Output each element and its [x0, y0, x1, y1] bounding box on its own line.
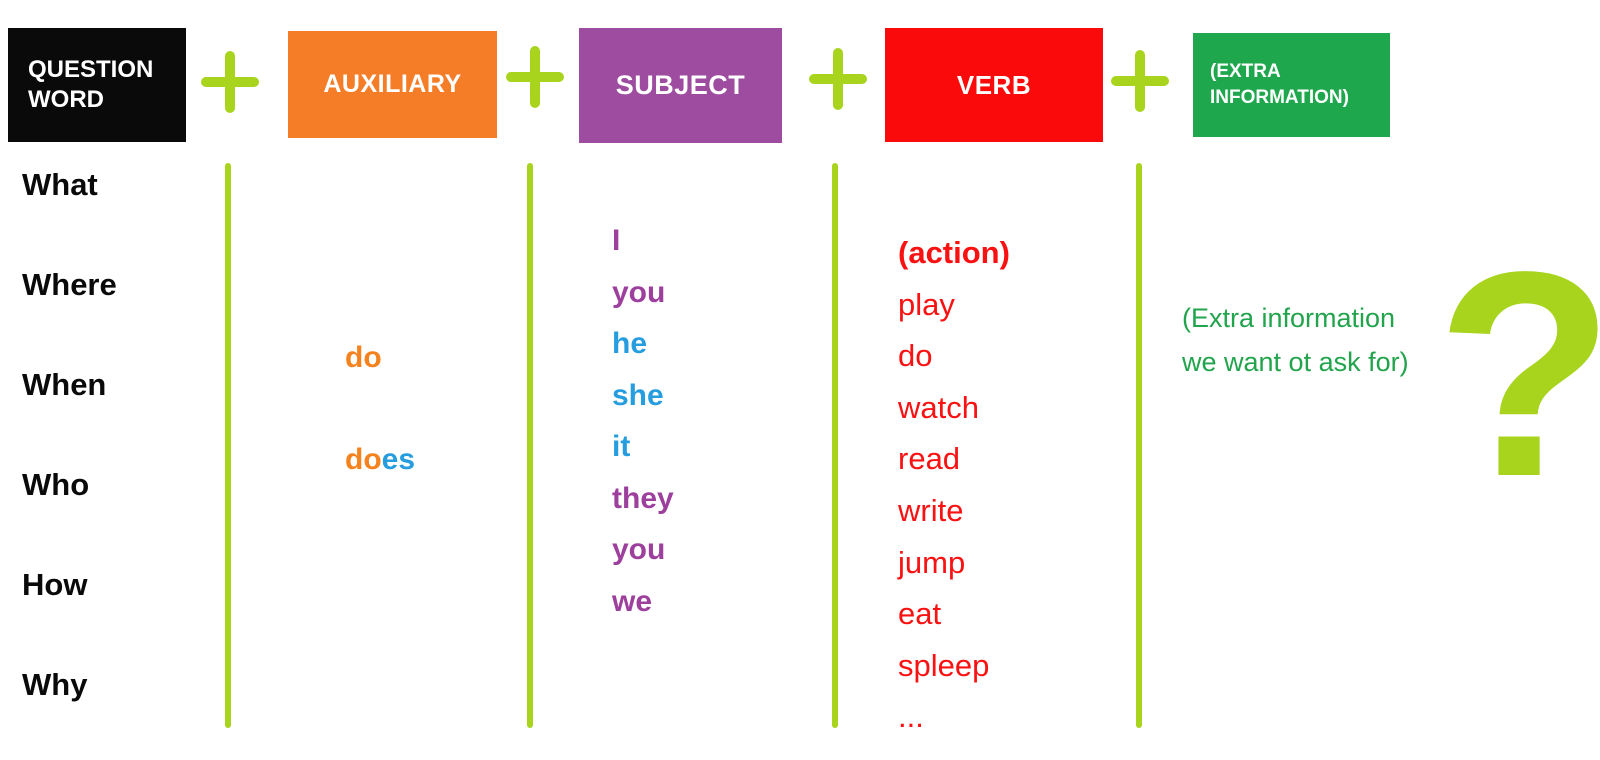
question-word: Who — [22, 467, 90, 502]
question-word: When — [22, 367, 107, 402]
verb-word: jump — [898, 544, 966, 580]
verb-word: do — [898, 338, 933, 374]
subject-word: I — [612, 224, 621, 257]
extra-info-note: (Extra information we want ot ask for) — [1182, 303, 1409, 377]
subject-word: you — [612, 533, 666, 566]
verb-word: write — [898, 492, 964, 528]
subject-word: you — [612, 275, 666, 309]
question-word: Where — [22, 267, 117, 302]
verb-word: spleep — [898, 647, 990, 683]
verb-word: ... — [898, 699, 924, 735]
column-divider — [832, 163, 838, 728]
question-word: What — [22, 167, 98, 202]
header-box-auxiliary: AUXILIARY — [288, 31, 497, 138]
column-divider — [527, 163, 533, 728]
header-box-verb: VERB — [885, 28, 1103, 142]
plus-icon — [201, 51, 259, 113]
word-part: do — [345, 443, 382, 476]
verb-word: eat — [898, 596, 942, 632]
subject-word: they — [612, 481, 674, 515]
subject-word: it — [612, 430, 631, 463]
subject-word: she — [612, 378, 664, 412]
plus-icon — [809, 48, 867, 110]
question-mark: ? — [1436, 211, 1600, 537]
plus-icon — [506, 46, 564, 108]
auxiliary-word: does — [345, 440, 415, 480]
verb-word: play — [898, 286, 955, 322]
header-box-subject: SUBJECT — [579, 28, 782, 143]
header-box-question-word: QUESTION WORD — [8, 28, 186, 142]
header-box-extra-information: (EXTRA INFORMATION) — [1193, 33, 1390, 137]
word-part: do — [345, 341, 382, 374]
verb-list: (action) play do watch read write jump eat splee… — [898, 227, 1010, 743]
word-part: es — [381, 443, 416, 476]
auxiliary-word: do — [345, 338, 415, 378]
subject-word: we — [612, 584, 653, 618]
column-divider — [1136, 163, 1142, 728]
column-divider — [225, 163, 231, 728]
question-word: Why — [22, 667, 88, 702]
plus-icon — [1111, 50, 1169, 112]
question-word: How — [22, 567, 88, 602]
verb-word: watch — [898, 389, 979, 425]
verb-word: (action) — [898, 235, 1010, 270]
subject-word: he — [612, 327, 648, 360]
verb-word: read — [898, 441, 961, 477]
